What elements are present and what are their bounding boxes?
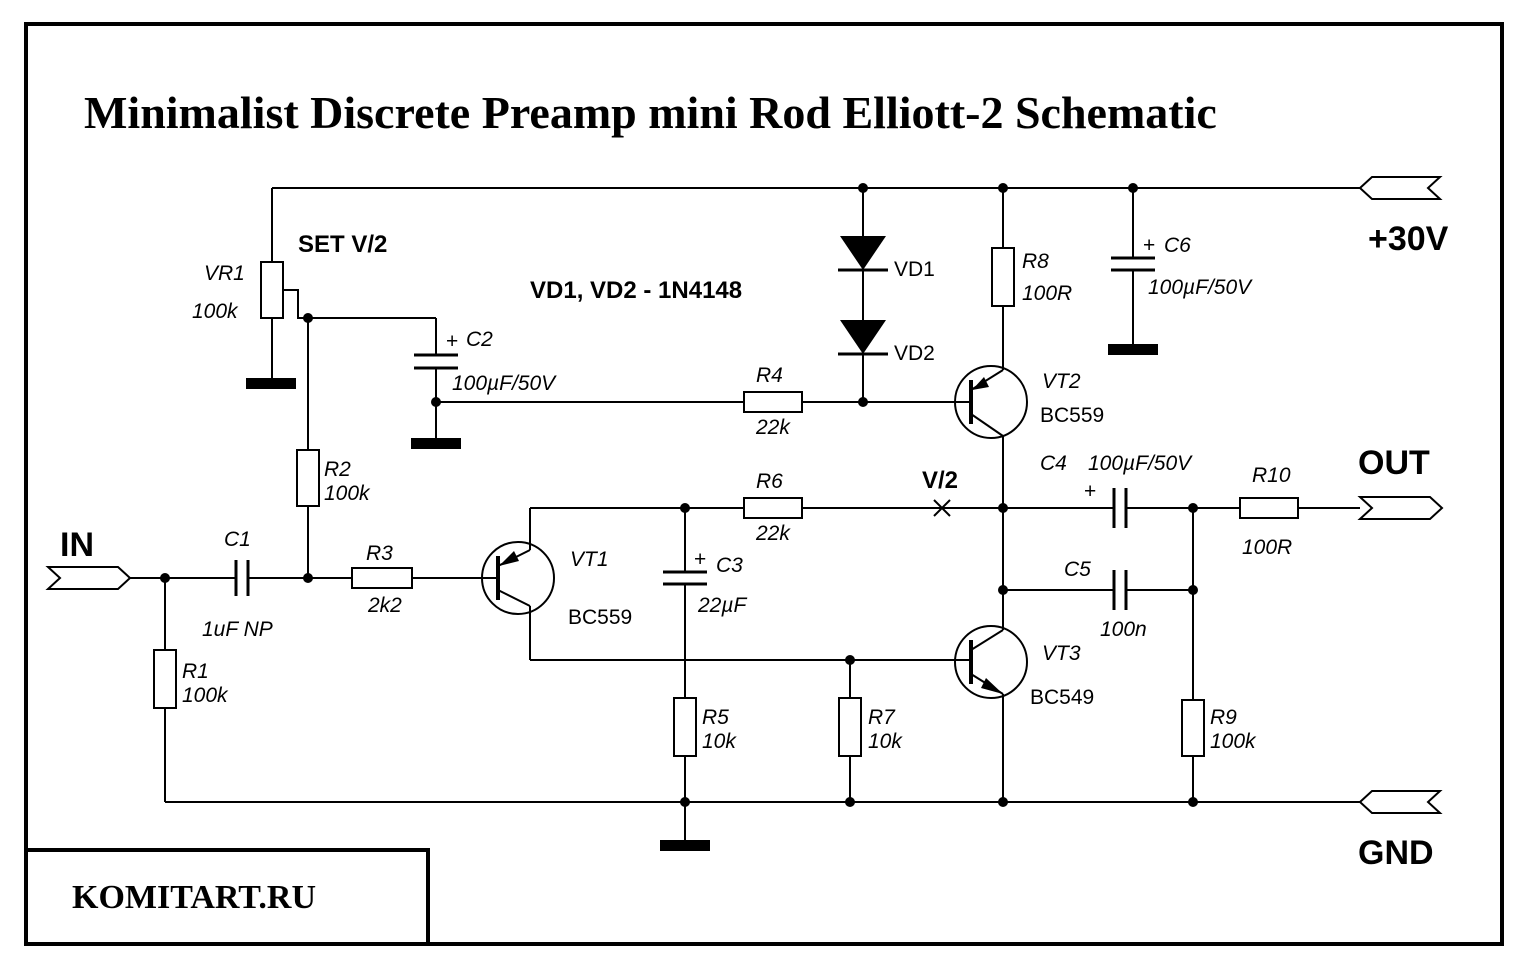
- r5-ref: R5: [702, 706, 729, 729]
- c1-value: 1uF NP: [202, 618, 273, 641]
- ground-symbols: [246, 344, 1158, 851]
- vt2-symbol: [954, 365, 1028, 439]
- outer-frame: [24, 22, 1504, 946]
- port-label-in: IN: [60, 526, 94, 564]
- brand-box: [24, 848, 430, 946]
- r4-ref: R4: [756, 364, 783, 387]
- c1-symbol: [234, 560, 250, 596]
- r2-ref: R2: [324, 458, 351, 481]
- r7-ref: R7: [868, 706, 896, 729]
- vr1-value: 100k: [192, 300, 239, 323]
- vt3-value: BC549: [1030, 686, 1094, 709]
- r8-value: 100R: [1022, 282, 1072, 305]
- diode-note: VD1, VD2 - 1N4148: [530, 277, 742, 304]
- r1-value: 100k: [182, 684, 229, 707]
- r2-body: [296, 449, 320, 507]
- gnd-connector: [1358, 790, 1443, 814]
- vd1-symbol: [838, 236, 888, 272]
- ground-main: [660, 840, 710, 851]
- r9-ref: R9: [1210, 706, 1237, 729]
- svg-text:+: +: [446, 330, 458, 353]
- ports: [45, 176, 1444, 814]
- vplus-connector: [1358, 176, 1443, 200]
- r6-ref: R6: [756, 470, 783, 493]
- r1-body: [153, 649, 177, 709]
- c4-ref: C4: [1040, 452, 1067, 475]
- c3-value: 22µF: [697, 594, 747, 617]
- brand-text: KOMITART.RU: [72, 879, 316, 916]
- out-connector: [1357, 496, 1444, 520]
- vd2-symbol: [838, 320, 888, 356]
- r4-value: 22k: [755, 416, 791, 439]
- ground-c6: [1108, 344, 1158, 355]
- vt2-value: BC559: [1040, 404, 1104, 427]
- transistors: [481, 365, 1028, 699]
- ground-c2: [411, 438, 461, 449]
- vt3-symbol: [954, 625, 1028, 699]
- resistors: [153, 247, 1299, 757]
- r7-body: [838, 697, 862, 757]
- v-half-label: V/2: [922, 467, 958, 494]
- port-label-out: OUT: [1358, 444, 1430, 482]
- r4-body: [743, 391, 803, 413]
- vt2-ref: VT2: [1042, 370, 1081, 393]
- c2-symbol: +: [414, 330, 458, 370]
- svg-text:+: +: [1084, 480, 1096, 503]
- c6-symbol: +: [1111, 234, 1155, 272]
- c2-value: 100µF/50V: [452, 372, 557, 395]
- svg-text:+: +: [1143, 234, 1155, 257]
- r5-value: 10k: [702, 730, 737, 753]
- r8-ref: R8: [1022, 250, 1049, 273]
- vr1-body: [260, 261, 284, 319]
- c5-symbol: [1112, 570, 1128, 610]
- c6-value: 100µF/50V: [1148, 276, 1253, 299]
- in-connector: [45, 566, 132, 590]
- r8-body: [991, 247, 1015, 307]
- r1-ref: R1: [182, 660, 209, 683]
- v-half-testpoint: [933, 499, 951, 517]
- r6-body: [743, 497, 803, 519]
- c5-ref: C5: [1064, 558, 1091, 581]
- ground-vr1: [246, 378, 296, 389]
- c3-symbol: +: [663, 548, 707, 586]
- vd1-ref: VD1: [894, 258, 935, 281]
- r3-body: [351, 567, 413, 589]
- r2-value: 100k: [324, 482, 371, 505]
- c3-ref: C3: [716, 554, 743, 577]
- set-label: SET V/2: [298, 231, 387, 258]
- schematic-title: Minimalist Discrete Preamp mini Rod Elli…: [84, 87, 1217, 138]
- r6-value: 22k: [755, 522, 791, 545]
- vt1-value: BC559: [568, 606, 632, 629]
- junction-dots: [160, 183, 1198, 807]
- r3-value: 2k2: [367, 594, 402, 617]
- vr1-ref: VR1: [204, 262, 245, 285]
- diodes: [838, 236, 888, 356]
- r10-value: 100R: [1242, 536, 1292, 559]
- port-label-vplus: +30V: [1368, 220, 1449, 258]
- c2-ref: C2: [466, 328, 493, 351]
- r10-ref: R10: [1252, 464, 1291, 487]
- port-label-gnd: GND: [1358, 834, 1434, 872]
- vd2-ref: VD2: [894, 342, 935, 365]
- c6-ref: C6: [1164, 234, 1191, 257]
- vt3-ref: VT3: [1042, 642, 1081, 665]
- r7-value: 10k: [868, 730, 903, 753]
- c1-ref: C1: [224, 528, 251, 551]
- r10-body: [1239, 497, 1299, 519]
- r3-ref: R3: [366, 542, 393, 565]
- wires: [130, 187, 1360, 842]
- vt1-ref: VT1: [570, 548, 609, 571]
- r9-body: [1181, 699, 1205, 757]
- c4-symbol: +: [1084, 480, 1128, 528]
- svg-text:+: +: [694, 548, 706, 571]
- capacitors: + + + +: [234, 234, 1155, 610]
- c4-value: 100µF/50V: [1088, 452, 1193, 475]
- c5-value: 100n: [1100, 618, 1147, 641]
- r5-body: [673, 697, 697, 757]
- r9-value: 100k: [1210, 730, 1257, 753]
- vt1-symbol: [481, 541, 555, 615]
